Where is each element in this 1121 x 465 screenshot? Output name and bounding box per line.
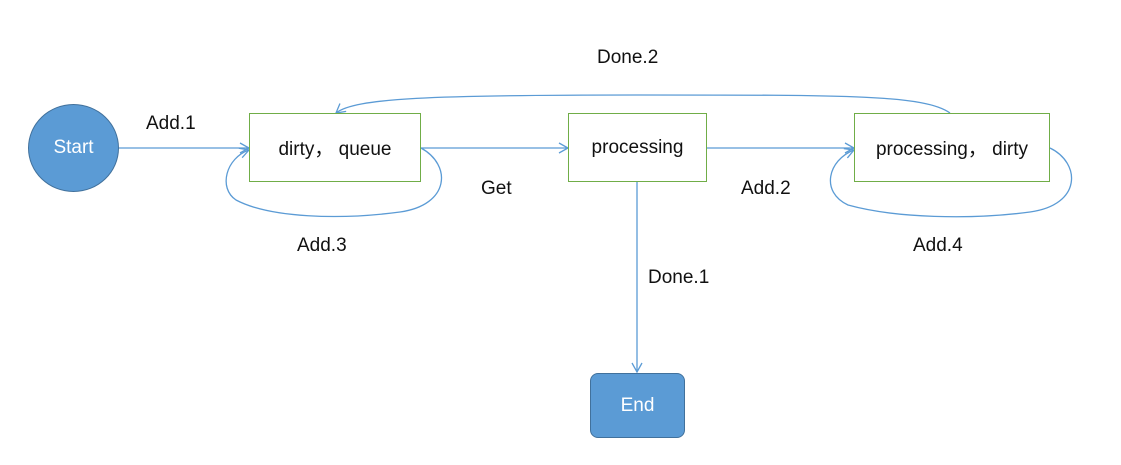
- edge-label-add1: Add.1: [146, 113, 196, 134]
- edge-done2-arc: [334, 94, 951, 114]
- processing-dirty-label: processing， dirty: [875, 139, 1029, 160]
- dirty-queue-state: dirty， queue: [249, 113, 421, 182]
- end-node: End: [590, 373, 685, 438]
- edge-label-done1: Done.1: [648, 267, 710, 288]
- processing-label: processing: [591, 136, 684, 158]
- edge-add3-loop: [225, 147, 443, 218]
- edge-label-add3: Add.3: [297, 235, 347, 256]
- dirty-queue-label: dirty， queue: [278, 139, 392, 160]
- start-node: Start: [28, 104, 119, 192]
- processing-dirty-state: processing， dirty: [854, 113, 1050, 182]
- edge-label-add2: Add.2: [741, 178, 791, 199]
- processing-state: processing: [568, 113, 707, 182]
- edge-label-get: Get: [481, 178, 512, 199]
- start-label: Start: [53, 137, 94, 158]
- edge-label-add4: Add.4: [913, 235, 963, 256]
- end-label: End: [620, 394, 655, 416]
- edge-label-done2: Done.2: [597, 47, 659, 68]
- edge-add4-loop: [829, 147, 1073, 218]
